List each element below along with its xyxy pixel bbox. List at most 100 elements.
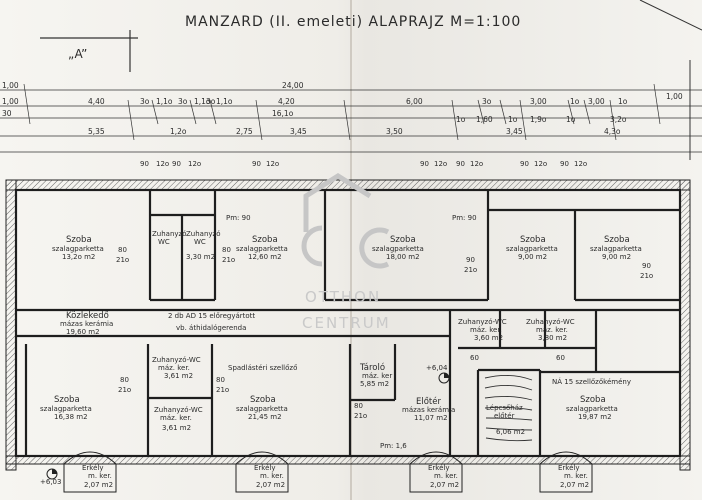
window-dims: 90 12o 90 12o 90 12o 90 12o 90 12o 90 12… bbox=[140, 160, 587, 168]
svg-text:2,07 m2: 2,07 m2 bbox=[430, 481, 459, 489]
svg-text:m. ker.: m. ker. bbox=[564, 472, 588, 480]
svg-text:3,61 m2: 3,61 m2 bbox=[162, 424, 191, 432]
svg-text:Zuhanyzó-WC: Zuhanyzó-WC bbox=[154, 406, 203, 414]
note-pm: Pm: 90 bbox=[226, 214, 251, 222]
svg-text:2,07 m2: 2,07 m2 bbox=[560, 481, 589, 489]
svg-text:Zuhanyzó: Zuhanyzó bbox=[186, 230, 221, 238]
svg-text:Erkély: Erkély bbox=[254, 464, 276, 472]
svg-text:Szoba: Szoba bbox=[390, 235, 416, 245]
dim-r2-7: 1,1o bbox=[216, 97, 233, 106]
svg-text:Erkély: Erkély bbox=[82, 464, 104, 472]
dim-r4-1: 1,2o bbox=[170, 127, 187, 136]
svg-text:Szoba: Szoba bbox=[54, 395, 80, 405]
svg-text:Szoba: Szoba bbox=[604, 235, 630, 245]
dim-r3-3: 1,60 bbox=[476, 115, 493, 124]
svg-text:Lépcsőház: Lépcsőház bbox=[486, 403, 523, 412]
svg-text:szalagparketta: szalagparketta bbox=[52, 245, 104, 253]
svg-text:szalagparketta: szalagparketta bbox=[372, 245, 424, 253]
svg-text:mázas kerámia: mázas kerámia bbox=[402, 406, 455, 414]
wdim-7: 12o bbox=[434, 160, 447, 168]
door-9: 21o bbox=[216, 386, 229, 394]
wdim-3: 12o bbox=[188, 160, 201, 168]
dim-top-left: 1,00 bbox=[2, 81, 19, 90]
room-17: Lépcsőház előtér 6,06 m2 bbox=[486, 403, 525, 436]
svg-text:szalagparketta: szalagparketta bbox=[40, 405, 92, 413]
room-15: Tároló máz. ker 5,85 m2 bbox=[359, 362, 392, 388]
svg-text:3,60 m2: 3,60 m2 bbox=[474, 334, 503, 342]
balcony-1: Erkély m. ker. 2,07 m2 bbox=[82, 464, 113, 489]
balcony-3: Erkély m. ker. 2,07 m2 bbox=[428, 464, 459, 489]
svg-text:6,06 m2: 6,06 m2 bbox=[496, 428, 525, 436]
svg-text:előtér: előtér bbox=[494, 411, 515, 420]
plan-title: MANZARD (II. emeleti) ALAPRAJZ M=1:100 bbox=[185, 14, 521, 30]
door-15: 60 bbox=[556, 354, 565, 362]
wdim-1: 12o bbox=[156, 160, 169, 168]
dim-r3-0: 30 bbox=[2, 109, 12, 118]
balcony-4: Erkély m. ker. 2,07 m2 bbox=[558, 464, 589, 489]
wdim-13: 12o bbox=[574, 160, 587, 168]
dim-r2-1: 4,40 bbox=[88, 97, 105, 106]
dim-r2-4: 3o bbox=[178, 97, 188, 106]
oc-logo-icon bbox=[301, 173, 390, 269]
note-beams: 2 db AD 15 előregyártott bbox=[168, 311, 255, 320]
door-14: 60 bbox=[470, 354, 479, 362]
note-pm2: Pm: 90 bbox=[452, 214, 477, 222]
door-13: 21o bbox=[640, 272, 653, 280]
svg-text:Szoba: Szoba bbox=[520, 235, 546, 245]
note-pm3: Pm: 1,6 bbox=[380, 442, 407, 450]
svg-text:5,85 m2: 5,85 m2 bbox=[360, 380, 389, 388]
svg-text:16,38 m2: 16,38 m2 bbox=[54, 413, 88, 421]
svg-text:Szoba: Szoba bbox=[66, 235, 92, 245]
wdim-0: 90 bbox=[140, 160, 149, 168]
svg-text:19,60 m2: 19,60 m2 bbox=[66, 328, 100, 336]
svg-text:3,30 m2: 3,30 m2 bbox=[186, 253, 215, 261]
room-12: Zuhanyzó-WC máz. ker. 3,61 m2 bbox=[152, 356, 201, 380]
dim-r4-3: 3,45 bbox=[290, 127, 307, 136]
room-9: Zuhanyzó-WC máz. ker. 3,60 m2 bbox=[458, 318, 507, 342]
svg-text:máz. ker.: máz. ker. bbox=[158, 364, 190, 372]
room-labels: Szoba szalagparketta 13,2o m2 Zuhanyzó W… bbox=[40, 230, 642, 489]
svg-text:2,07 m2: 2,07 m2 bbox=[84, 481, 113, 489]
door-10: 80 bbox=[354, 402, 363, 410]
svg-text:szalagparketta: szalagparketta bbox=[236, 405, 288, 413]
svg-text:Erkély: Erkély bbox=[428, 464, 450, 472]
dim-r2-0: 1,00 bbox=[2, 97, 19, 106]
svg-text:szalagparketta: szalagparketta bbox=[590, 245, 642, 253]
wdim-4: 90 bbox=[252, 160, 261, 168]
svg-text:2,07 m2: 2,07 m2 bbox=[256, 481, 285, 489]
dim-r4-5: 3,45 bbox=[506, 127, 523, 136]
dim-r2-6: 3o bbox=[206, 97, 216, 106]
dim-r4-2: 2,75 bbox=[236, 127, 253, 136]
dim-r4-6: 4,3o bbox=[604, 127, 621, 136]
dim-r2-3: 1,1o bbox=[156, 97, 173, 106]
room-8: Közlekedő mázas kerámia 19,60 m2 bbox=[60, 311, 113, 336]
room-18: Szoba szalagparketta 19,87 m2 bbox=[566, 395, 618, 421]
door-2: 80 bbox=[222, 246, 231, 254]
note-level2: +6,03 bbox=[40, 478, 61, 486]
svg-text:9,00 m2: 9,00 m2 bbox=[518, 253, 547, 261]
dim-r4-4: 3,50 bbox=[386, 127, 403, 136]
svg-text:18,00 m2: 18,00 m2 bbox=[386, 253, 420, 261]
dim-r2-10: 3o bbox=[482, 97, 492, 106]
svg-text:Zuhanyzó-WC: Zuhanyzó-WC bbox=[458, 318, 507, 326]
svg-text:11,07 m2: 11,07 m2 bbox=[414, 414, 448, 422]
room-4: Szoba szalagparketta 12,60 m2 bbox=[236, 235, 288, 261]
dim-r2-9: 6,00 bbox=[406, 97, 423, 106]
svg-text:máz. ker.: máz. ker. bbox=[470, 326, 502, 334]
section-mark: „A” bbox=[68, 47, 87, 61]
wdim-11: 12o bbox=[534, 160, 547, 168]
svg-text:21,45 m2: 21,45 m2 bbox=[248, 413, 282, 421]
svg-text:m. ker.: m. ker. bbox=[434, 472, 458, 480]
room-7: Szoba szalagparketta 9,00 m2 bbox=[590, 235, 642, 261]
dim-r3-7: 3,2o bbox=[610, 115, 627, 124]
dim-r2-13: 3,00 bbox=[588, 97, 605, 106]
room-14: Szoba szalagparketta 21,45 m2 bbox=[236, 395, 288, 421]
watermark-line2: CENTRUM bbox=[302, 314, 391, 332]
note-beams2: vb. áthidalógerenda bbox=[176, 324, 246, 332]
dim-r2-12: 1o bbox=[570, 97, 580, 106]
svg-text:szalagparketta: szalagparketta bbox=[506, 245, 558, 253]
svg-text:Zuhanyzó: Zuhanyzó bbox=[152, 230, 187, 238]
door-8: 80 bbox=[216, 376, 225, 384]
dim-top-total: 24,00 bbox=[282, 81, 304, 90]
